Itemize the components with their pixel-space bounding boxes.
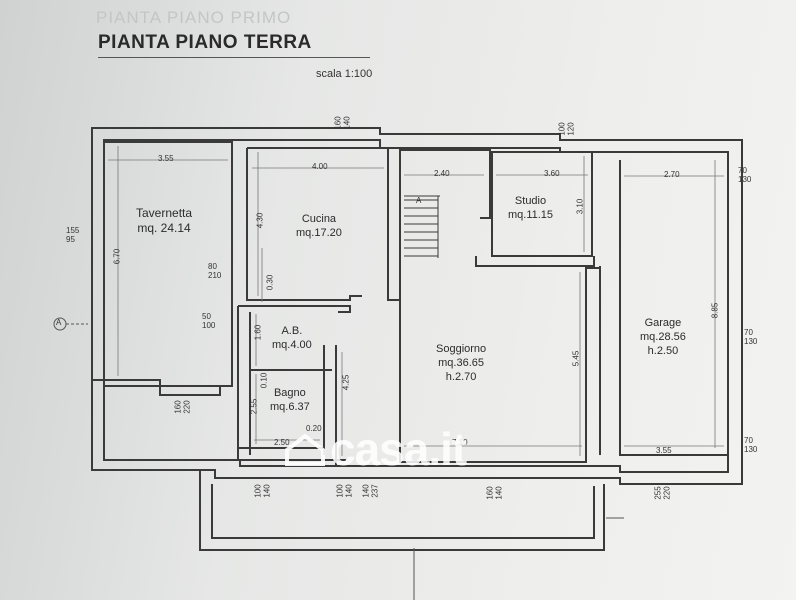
studio-depth: 3.10 [575, 198, 585, 215]
stair-marker: A [416, 196, 422, 205]
bagno-depth: 2.55 [249, 398, 259, 415]
soggiorno-walls [399, 267, 600, 463]
section-markers [53, 317, 624, 600]
win-bottom-tav: 160 220 [173, 400, 192, 414]
garage-name: Garage [644, 317, 682, 329]
title-underline [98, 57, 370, 58]
room-studio: Studio mq.11.15 [508, 194, 553, 222]
bagno-area: mq.6.37 [270, 401, 310, 413]
win-bottom-entry1: 100 140 [335, 484, 354, 498]
win-ab: 50 100 [202, 312, 216, 330]
corridor-c: 0.20 [306, 424, 322, 433]
soggiorno-area: mq.36.65 [438, 357, 485, 369]
win-garage2: 70 130 [744, 328, 758, 346]
outer-wall [91, 127, 743, 485]
cucina-width: 4.00 [312, 162, 328, 171]
garage-width-top: 2.70 [664, 170, 680, 179]
studio-name: Studio [514, 195, 547, 207]
win-bottom-entry2: 140 237 [361, 484, 380, 498]
room-ab: A.B. mq.4.00 [272, 324, 312, 352]
win-left: 155 95 [66, 226, 80, 244]
house-icon [285, 433, 325, 466]
ab-area: mq.4.00 [272, 339, 312, 351]
terrace [199, 470, 605, 551]
cucina-name: Cucina [301, 213, 337, 225]
tavernetta-width: 3.55 [158, 154, 174, 163]
studio-walls [491, 151, 593, 257]
bagno-bottom [238, 447, 346, 461]
tavernetta-walls [103, 141, 233, 387]
watermark: casa.it [330, 423, 467, 475]
room-cucina: Cucina mq.17.20 [296, 212, 342, 240]
room-soggiorno: Soggiorno mq.36.65 h.2.70 [436, 342, 486, 384]
room-bagno: Bagno mq.6.37 [270, 386, 310, 414]
studio-width: 3.60 [544, 169, 560, 178]
dimension-lines [108, 146, 724, 456]
stair-width: 2.40 [434, 169, 450, 178]
room-tavernetta: Tavernetta mq. 24.14 [136, 206, 192, 236]
garage-width-bottom: 3.55 [656, 446, 672, 455]
room-garage: Garage mq.28.56 h.2.50 [640, 316, 686, 358]
tavernetta-depth: 6.70 [112, 248, 122, 265]
win-top1: 160 140 [333, 116, 352, 130]
win-top2: 100 120 [557, 122, 576, 136]
ab-dim: 1.60 [253, 324, 263, 341]
cucina-area: mq.17.20 [296, 227, 342, 239]
section-a-label: A [56, 318, 62, 327]
tavernetta-bottom [92, 379, 221, 396]
bagno-width: 2.50 [274, 438, 290, 447]
win-garage1: 70 130 [738, 166, 752, 184]
win-garage3: 70 130 [744, 436, 758, 454]
garage-walls [599, 160, 728, 456]
garage-height: h.2.50 [647, 345, 679, 357]
bagno-name: Bagno [273, 387, 306, 399]
plan-title: PIANTA PIANO TERRA [98, 32, 312, 53]
win-bottom-sogg: 160 140 [485, 486, 504, 500]
soggiorno-width: 7.10 [452, 438, 468, 447]
win-bottom-bagno: 100 140 [253, 484, 272, 498]
ab-walls [237, 305, 351, 465]
ghost-title: PIANTA PIANO PRIMO [96, 8, 292, 27]
tavernetta-area: mq. 24.14 [137, 221, 191, 235]
win-bottom-garage: 255 220 [653, 486, 672, 500]
garage-depth: 8.85 [710, 302, 720, 319]
win-door: 80 210 [208, 262, 222, 280]
corridor-depth: 4.25 [341, 374, 351, 391]
soggiorno-name: Soggiorno [436, 343, 487, 355]
cucina-depth: 4.30 [255, 212, 265, 229]
stair-walls [387, 148, 491, 301]
studio-area: mq.11.15 [508, 209, 554, 221]
garage-area: mq.28.56 [640, 331, 686, 343]
soggiorno-depth: 5.45 [571, 350, 581, 367]
corridor-b: 0.10 [259, 372, 269, 389]
studio-bottom [475, 256, 595, 267]
staircase [404, 195, 440, 258]
ab-name: A.B. [281, 325, 303, 337]
plan-scale: scala 1:100 [316, 68, 373, 80]
soggiorno-height: h.2.70 [445, 371, 477, 383]
corridor-a: 0.30 [265, 274, 275, 291]
tavernetta-name: Tavernetta [136, 206, 193, 220]
cucina-walls [246, 147, 389, 301]
